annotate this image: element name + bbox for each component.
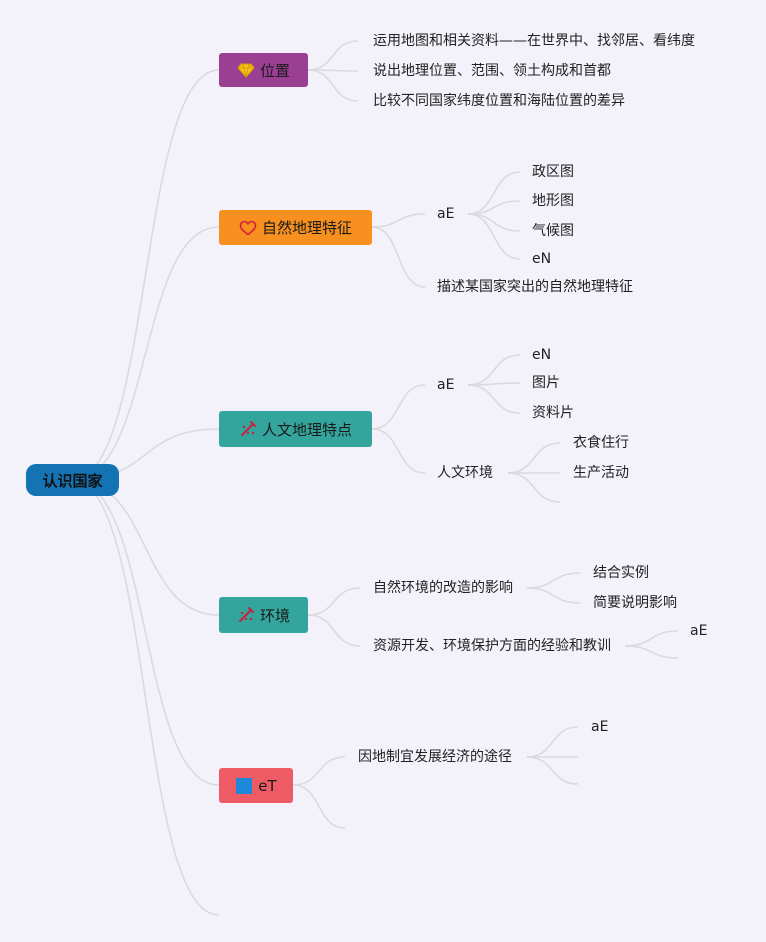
branch-economy-label: eT [258, 776, 277, 795]
diamond-icon [237, 61, 255, 79]
env-lessons-ae[interactable]: aE [690, 621, 707, 641]
branch-humanity-label: 人文地理特点 [261, 420, 352, 439]
heart-icon [239, 219, 257, 237]
link-humanity-env [371, 428, 426, 474]
link-root-empty [71, 479, 220, 916]
root-label: 认识国家 [42, 471, 103, 490]
root-node[interactable]: 认识国家 [26, 464, 119, 496]
humanity-daily-life-text: 衣食住行 [573, 435, 629, 451]
humanity-daily-life[interactable]: 衣食住行 [573, 433, 629, 453]
location-item-3[interactable]: 比较不同国家纬度位置和海陆位置的差异 [373, 91, 625, 111]
link-economy-strategy [292, 756, 346, 786]
pen-icon [239, 420, 257, 438]
nature-sub-ae-text: aE [437, 206, 455, 222]
nature-describe-text: 描述某国家突出的自然地理特征 [437, 279, 633, 295]
env-transform[interactable]: 自然环境的改造的影响 [373, 578, 513, 598]
link-nature-describe [371, 226, 426, 288]
link-env-lessons-0 [624, 630, 679, 647]
nature-map-political[interactable]: 政区图 [532, 162, 574, 182]
nature-map-climate[interactable]: 气候图 [532, 221, 574, 241]
economy-strategy[interactable]: 因地制宜发展经济的途径 [358, 747, 512, 767]
humanity-sub-ae[interactable]: aE [437, 375, 454, 395]
humanity-sub-ae-text: aE [437, 377, 455, 393]
branch-nature-label: 自然地理特征 [261, 219, 352, 237]
link-env-lessons-1 [624, 645, 679, 659]
branch-location-label: 位置 [259, 61, 290, 80]
nature-map-en-text: eN [532, 251, 552, 267]
location-item-2[interactable]: 说出地理位置、范围、领土构成和首都 [373, 61, 611, 81]
nature-describe[interactable]: 描述某国家突出的自然地理特征 [437, 277, 633, 297]
link-root-location [71, 69, 220, 481]
humanity-environment-text: 人文环境 [437, 465, 493, 481]
square-icon [235, 777, 253, 795]
link-nature-ae [371, 213, 426, 228]
branch-environment-label: 环境 [259, 606, 290, 625]
economy-strategy-ae[interactable]: aE [591, 717, 608, 737]
location-item-3-text: 比较不同国家纬度位置和海陆位置的差异 [373, 93, 625, 109]
nature-map-terrain-text: 地形图 [532, 193, 574, 209]
humanity-production[interactable]: 生产活动 [573, 463, 629, 483]
economy-strategy-text: 因地制宜发展经济的途径 [358, 749, 512, 765]
branch-environment[interactable]: 环境 [219, 597, 308, 633]
link-root-nature [71, 226, 220, 481]
humanity-en[interactable]: eN [532, 345, 551, 365]
link-nature-map-2 [467, 213, 521, 232]
location-item-1[interactable]: 运用地图和相关资料——在世界中、找邻居、看纬度 [373, 31, 695, 51]
humanity-environment[interactable]: 人文环境 [437, 463, 493, 483]
nature-map-climate-text: 气候图 [532, 223, 574, 239]
link-env-lessons [307, 614, 361, 647]
link-humanity-env-0 [507, 442, 561, 474]
economy-strategy-ae-text: aE [591, 719, 609, 735]
humanity-pictures-text: 图片 [532, 375, 560, 391]
env-example[interactable]: 结合实例 [593, 563, 649, 583]
link-economy-strategy-2 [526, 756, 579, 785]
env-impact[interactable]: 简要说明影响 [593, 593, 677, 613]
link-humanity-ae [371, 384, 426, 430]
link-env-transform [307, 587, 361, 616]
env-impact-text: 简要说明影响 [593, 595, 677, 611]
location-item-2-text: 说出地理位置、范围、领土构成和首都 [373, 63, 611, 79]
link-env-transform-1 [526, 587, 581, 604]
humanity-pictures[interactable]: 图片 [532, 373, 560, 393]
branch-location[interactable]: 位置 [219, 53, 308, 87]
humanity-production-text: 生产活动 [573, 465, 629, 481]
link-humanity-env-2 [507, 472, 561, 503]
humanity-documentary[interactable]: 资料片 [532, 403, 574, 423]
nature-sub-ae[interactable]: aE [437, 204, 454, 224]
env-lessons[interactable]: 资源开发、环境保护方面的经验和教训 [373, 636, 611, 656]
env-example-text: 结合实例 [593, 565, 649, 581]
pen-icon [237, 606, 255, 624]
link-nature-map-3 [467, 213, 521, 260]
link-root-economy [71, 479, 220, 786]
nature-map-en[interactable]: eN [532, 249, 551, 269]
env-transform-text: 自然环境的改造的影响 [373, 580, 513, 596]
link-economy-strategy-0 [526, 726, 579, 758]
link-root-environment [71, 479, 220, 616]
nature-map-terrain[interactable]: 地形图 [532, 191, 574, 211]
link-economy-empty [292, 784, 346, 829]
link-humanity-ae-0 [467, 354, 521, 386]
link-humanity-ae-2 [467, 384, 521, 414]
link-location-0 [307, 40, 359, 71]
link-location-2 [307, 69, 359, 102]
env-lessons-ae-text: aE [690, 623, 708, 639]
humanity-en-text: eN [532, 347, 552, 363]
nature-map-political-text: 政区图 [532, 164, 574, 180]
branch-humanity[interactable]: 人文地理特点 [219, 411, 372, 447]
branch-economy[interactable]: eT [219, 768, 293, 803]
humanity-documentary-text: 资料片 [532, 405, 574, 421]
location-item-1-text: 运用地图和相关资料——在世界中、找邻居、看纬度 [373, 33, 695, 49]
branch-nature[interactable]: 自然地理特征 [219, 210, 372, 245]
link-env-transform-0 [526, 572, 581, 589]
env-lessons-text: 资源开发、环境保护方面的经验和教训 [373, 638, 611, 654]
